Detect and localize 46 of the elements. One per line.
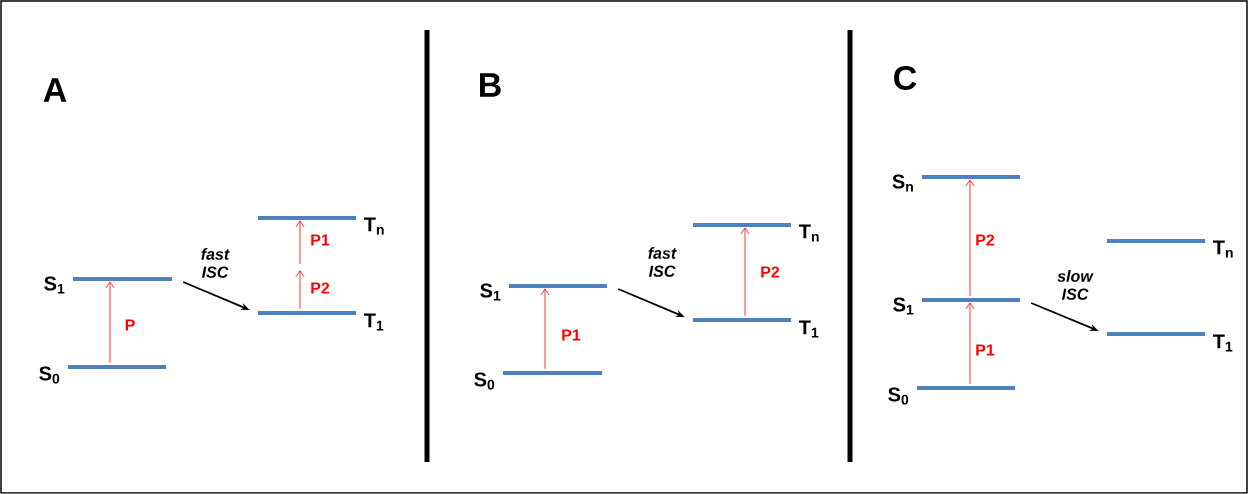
- node-label: S$_{0}$: [888, 387, 909, 405]
- node-label: T$_{n}$: [798, 224, 819, 242]
- energy-level: S$_{0}$: [474, 371, 602, 390]
- energy-level: S$_{n}$: [892, 174, 1020, 192]
- panel-letter: C: [894, 65, 917, 90]
- edge-label: fast ISC: [194, 247, 236, 279]
- arrow: [540, 288, 550, 370]
- node-label: T$_{1}$: [798, 320, 819, 338]
- node-label: S$_{0}$: [39, 366, 60, 384]
- arrow: [740, 227, 750, 317]
- arrow: [295, 220, 305, 265]
- energy-level: S$_{0}$: [888, 386, 1015, 405]
- arrow: [965, 179, 975, 297]
- node-label: S$_{n}$: [892, 174, 913, 192]
- energy-level: S$_{1}$: [893, 297, 1020, 315]
- energy-level: T$_{1}$: [693, 318, 819, 338]
- node-label: S$_{0}$: [474, 372, 495, 390]
- edge-label: P1: [974, 343, 996, 357]
- arrow: [965, 302, 975, 385]
- energy-level: T$_{1}$: [258, 311, 384, 331]
- edge-label: P2: [309, 281, 331, 295]
- arrow: [105, 281, 115, 364]
- energy-level: T$_{n}$: [258, 216, 384, 235]
- energy-level: T$_{n}$: [693, 223, 819, 242]
- node-label: T$_{1}$: [363, 313, 384, 331]
- energy-level: T$_{n}$: [1107, 239, 1233, 258]
- node-label: S$_{1}$: [893, 297, 914, 315]
- energy-level: S$_{0}$: [39, 365, 166, 384]
- edge-label: P2: [974, 233, 996, 247]
- energy-level: S$_{1}$: [44, 276, 172, 294]
- edge-label: P: [123, 318, 137, 332]
- edge-label: slow ISC: [1054, 269, 1096, 301]
- node-label: T$_{n}$: [1212, 240, 1233, 258]
- edge-label: P1: [309, 233, 331, 247]
- node-label: S$_{1}$: [480, 283, 501, 301]
- panel-letter: B: [480, 73, 501, 97]
- energy-level: S$_{1}$: [480, 283, 607, 301]
- arrow: [295, 270, 305, 310]
- edge-label: fast ISC: [641, 246, 683, 278]
- edge-label: P1: [560, 328, 582, 342]
- edge-label: P2: [759, 265, 781, 279]
- node-label: S$_{1}$: [44, 276, 65, 294]
- panel-letter: A: [43, 78, 67, 102]
- energy-level: T$_{1}$: [1107, 332, 1233, 352]
- node-label: T$_{1}$: [1212, 334, 1233, 352]
- node-label: T$_{n}$: [363, 217, 384, 235]
